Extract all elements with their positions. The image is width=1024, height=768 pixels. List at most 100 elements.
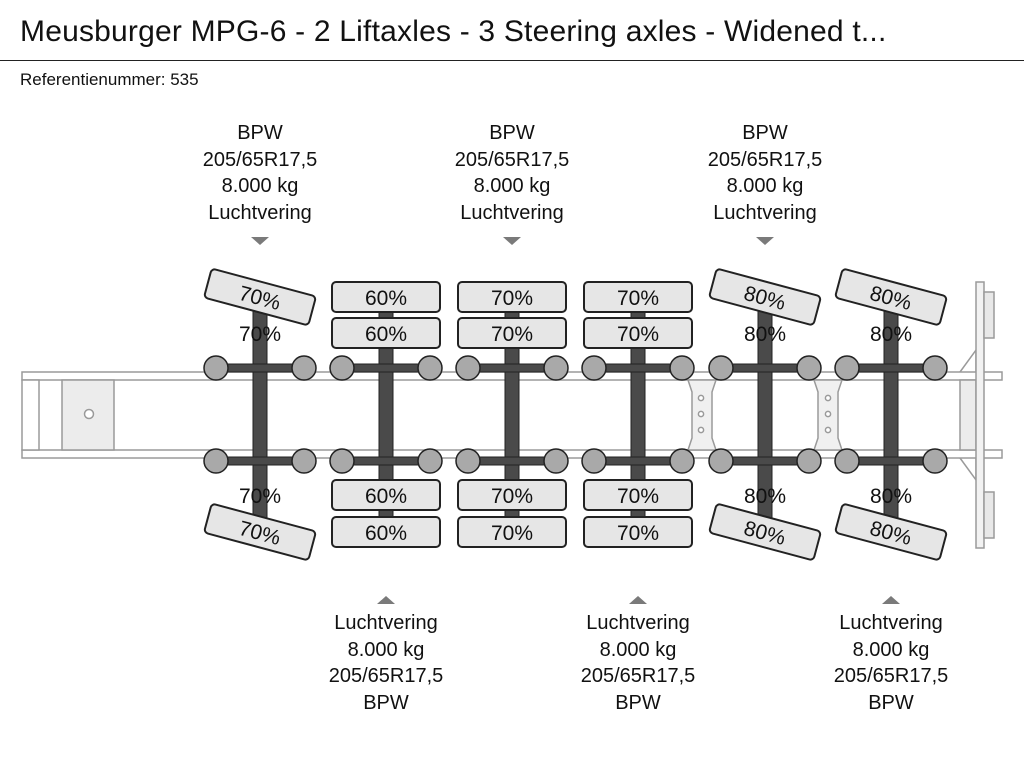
tire-load-percent: 80%	[744, 485, 786, 508]
label-tire: 205/65R17,5	[328, 665, 444, 688]
tire-box-shape	[331, 281, 441, 313]
tire-load-percent: 70%	[617, 323, 659, 346]
tire-box-shape	[834, 268, 948, 326]
connector-hole-icon	[697, 394, 705, 402]
tire-box-shape	[203, 503, 317, 561]
wheel-hub	[834, 448, 860, 474]
connector-hole-icon	[697, 410, 705, 418]
wheel-hub	[581, 448, 607, 474]
tire-box: 60%	[331, 281, 441, 313]
wheel-hub	[417, 355, 443, 381]
tire-box: 70%	[583, 281, 693, 313]
tire-load-percent: 70%	[491, 522, 533, 545]
tire-load-percent: 70%	[491, 485, 533, 508]
frame-rear-strut	[959, 457, 977, 483]
connector-hole-icon	[824, 426, 832, 434]
bottom-axle-label-1: Luchtvering 8.000 kg 205/65R17,5 BPW	[306, 610, 466, 716]
top-axle-label-1: BPW 205/65R17,5 8.000 kg Luchtvering	[180, 120, 340, 226]
tire-box-shape	[583, 516, 693, 548]
label-load: 8.000 kg	[852, 638, 930, 661]
tire-load-percent: 80%	[870, 485, 912, 508]
tire-box-shape	[583, 479, 693, 511]
label-load: 8.000 kg	[599, 638, 677, 661]
tire-box: 70%	[583, 479, 693, 511]
wheel-hub	[834, 355, 860, 381]
wheel-hub	[922, 355, 948, 381]
wheel-hub	[796, 355, 822, 381]
down-arrow-icon	[251, 237, 269, 245]
label-tire: 205/65R17,5	[202, 148, 318, 171]
tire-load-percent: 70%	[617, 485, 659, 508]
tire-load-percent: 70%	[617, 287, 659, 310]
wheel-hub	[708, 355, 734, 381]
tire-box-shape	[203, 268, 317, 326]
wheel-hub	[543, 448, 569, 474]
label-load: 8.000 kg	[473, 175, 551, 198]
frame-front-end	[21, 379, 40, 451]
tire-box: 60%	[331, 317, 441, 349]
connector-hole-icon	[824, 394, 832, 402]
tire-box-shape	[457, 317, 567, 349]
down-arrow-icon	[503, 237, 521, 245]
label-brand: BPW	[363, 691, 409, 714]
up-arrow-icon	[882, 596, 900, 604]
wheel-hub	[291, 448, 317, 474]
tire-box: 60%	[331, 516, 441, 548]
wheel-hub	[796, 448, 822, 474]
label-brand: BPW	[742, 122, 788, 144]
rear-light-top	[983, 291, 995, 339]
frame-rear-strut	[959, 347, 977, 373]
label-suspension: Luchtvering	[839, 612, 943, 634]
tire-box-shape	[457, 516, 567, 548]
tire-box-shape	[583, 281, 693, 313]
label-suspension: Luchtvering	[334, 612, 438, 634]
label-suspension: Luchtvering	[460, 201, 564, 224]
rear-bumper	[975, 281, 985, 549]
tire-box: 80%	[834, 268, 948, 326]
top-axle-label-2: BPW 205/65R17,5 8.000 kg Luchtvering	[432, 120, 592, 226]
tire-load-percent: 70%	[491, 287, 533, 310]
top-axle-label-3: BPW 205/65R17,5 8.000 kg Luchtvering	[685, 120, 845, 226]
wheel-hub	[203, 355, 229, 381]
tire-box-shape	[331, 516, 441, 548]
tire-load-percent: 80%	[870, 323, 912, 346]
tire-box-shape	[708, 268, 822, 326]
label-suspension: Luchtvering	[586, 612, 690, 634]
label-brand: BPW	[868, 691, 914, 714]
wheel-hub	[329, 355, 355, 381]
tire-box-shape	[457, 281, 567, 313]
tire-load-percent: 60%	[365, 522, 407, 545]
tire-box: 70%	[457, 317, 567, 349]
wheel-hub	[581, 355, 607, 381]
frame-rear-block	[959, 379, 977, 451]
tire-box-shape	[331, 479, 441, 511]
wheel-hub	[203, 448, 229, 474]
tire-load-percent: 60%	[365, 485, 407, 508]
tire-box: 80%	[708, 268, 822, 326]
wheel-hub	[417, 448, 443, 474]
tire-box: 70%	[583, 317, 693, 349]
tire-load-percent: 80%	[744, 323, 786, 346]
up-arrow-icon	[629, 596, 647, 604]
tire-box-shape	[834, 503, 948, 561]
up-arrow-icon	[377, 596, 395, 604]
tire-box-shape	[583, 317, 693, 349]
tire-load-percent: 70%	[239, 323, 281, 346]
wheel-hub	[922, 448, 948, 474]
title-divider	[0, 60, 1024, 61]
connector-hole-icon	[824, 410, 832, 418]
tire-load-percent: 60%	[365, 323, 407, 346]
wheel-hub	[669, 355, 695, 381]
tire-load-percent: 70%	[617, 522, 659, 545]
label-tire: 205/65R17,5	[707, 148, 823, 171]
tire-box-shape	[708, 503, 822, 561]
label-tire: 205/65R17,5	[580, 665, 696, 688]
tire-box: 70%	[457, 479, 567, 511]
wheel-hub	[543, 355, 569, 381]
wheel-hub	[708, 448, 734, 474]
tire-load-percent: 60%	[365, 287, 407, 310]
tire-box-shape	[331, 317, 441, 349]
label-load: 8.000 kg	[221, 175, 299, 198]
wheel-hub	[455, 448, 481, 474]
label-brand: BPW	[615, 691, 661, 714]
